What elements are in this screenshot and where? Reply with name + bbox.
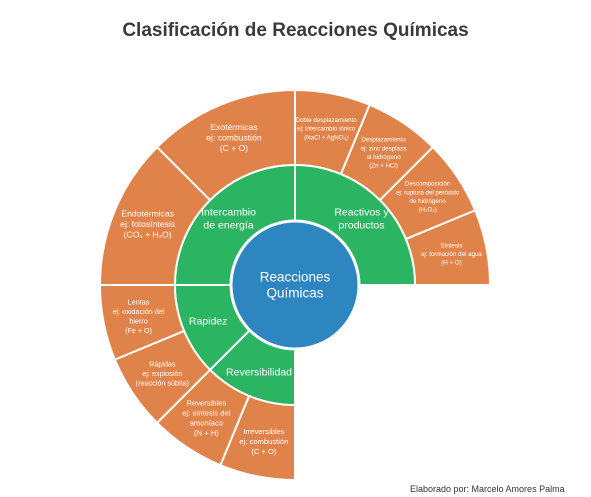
outer-ring: [98, 88, 492, 482]
center-circle: [229, 219, 361, 351]
page-title: Clasificación de Reacciones Químicas: [122, 20, 469, 41]
category-label-rapidez: Rapidez: [189, 316, 228, 328]
credit-text: Elaborado por: Marcelo Amores Palma: [410, 484, 565, 494]
category-ring: [173, 163, 417, 407]
category-label-reversibilidad: Reversibilidad: [226, 367, 292, 379]
